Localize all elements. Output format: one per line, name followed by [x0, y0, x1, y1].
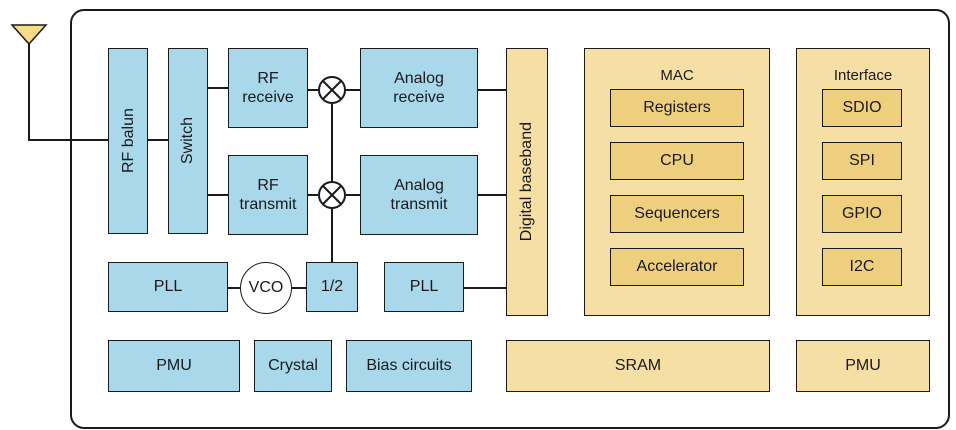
rf-balun-label: RF balun	[119, 108, 137, 174]
switch-label: Switch	[179, 117, 197, 165]
rf-balun-block: RF balun	[108, 48, 148, 234]
rf-receive-block: RF receive	[228, 48, 308, 128]
transmit-mixer-icon	[318, 181, 346, 209]
antenna-feed-line	[28, 44, 108, 141]
interface-title: Interface	[833, 67, 893, 84]
bias-circuits-block: Bias circuits	[346, 340, 472, 392]
analog-receive-block: Analog receive	[360, 48, 478, 128]
pll-left-block: PLL	[108, 262, 228, 312]
digital-baseband-block: Digital baseband	[506, 48, 548, 316]
mac-item-registers: Registers	[610, 89, 744, 127]
interface-item-i2c: I2C	[822, 248, 902, 286]
rf-transmit-block: RF transmit	[228, 155, 308, 235]
mac-item-accelerator: Accelerator	[610, 248, 744, 286]
interface-item-sdio: SDIO	[822, 89, 902, 127]
analog-transmit-block: Analog transmit	[360, 155, 478, 235]
switch-block: Switch	[168, 48, 208, 234]
interface-item-gpio: GPIO	[822, 195, 902, 233]
sram-block: SRAM	[506, 340, 770, 392]
pll-right-block: PLL	[384, 262, 464, 312]
crystal-block: Crystal	[254, 340, 332, 392]
digital-baseband-label: Digital baseband	[518, 122, 536, 242]
mac-title: MAC	[660, 67, 694, 84]
receive-mixer-icon	[318, 76, 346, 104]
divider-block: 1/2	[306, 262, 358, 312]
antenna-icon	[10, 24, 48, 46]
interface-item-spi: SPI	[822, 142, 902, 180]
mac-item-cpu: CPU	[610, 142, 744, 180]
mac-item-sequencers: Sequencers	[610, 195, 744, 233]
pmu-left-block: PMU	[108, 340, 240, 392]
pmu-right-block: PMU	[796, 340, 930, 392]
vco-block: VCO	[240, 262, 292, 314]
